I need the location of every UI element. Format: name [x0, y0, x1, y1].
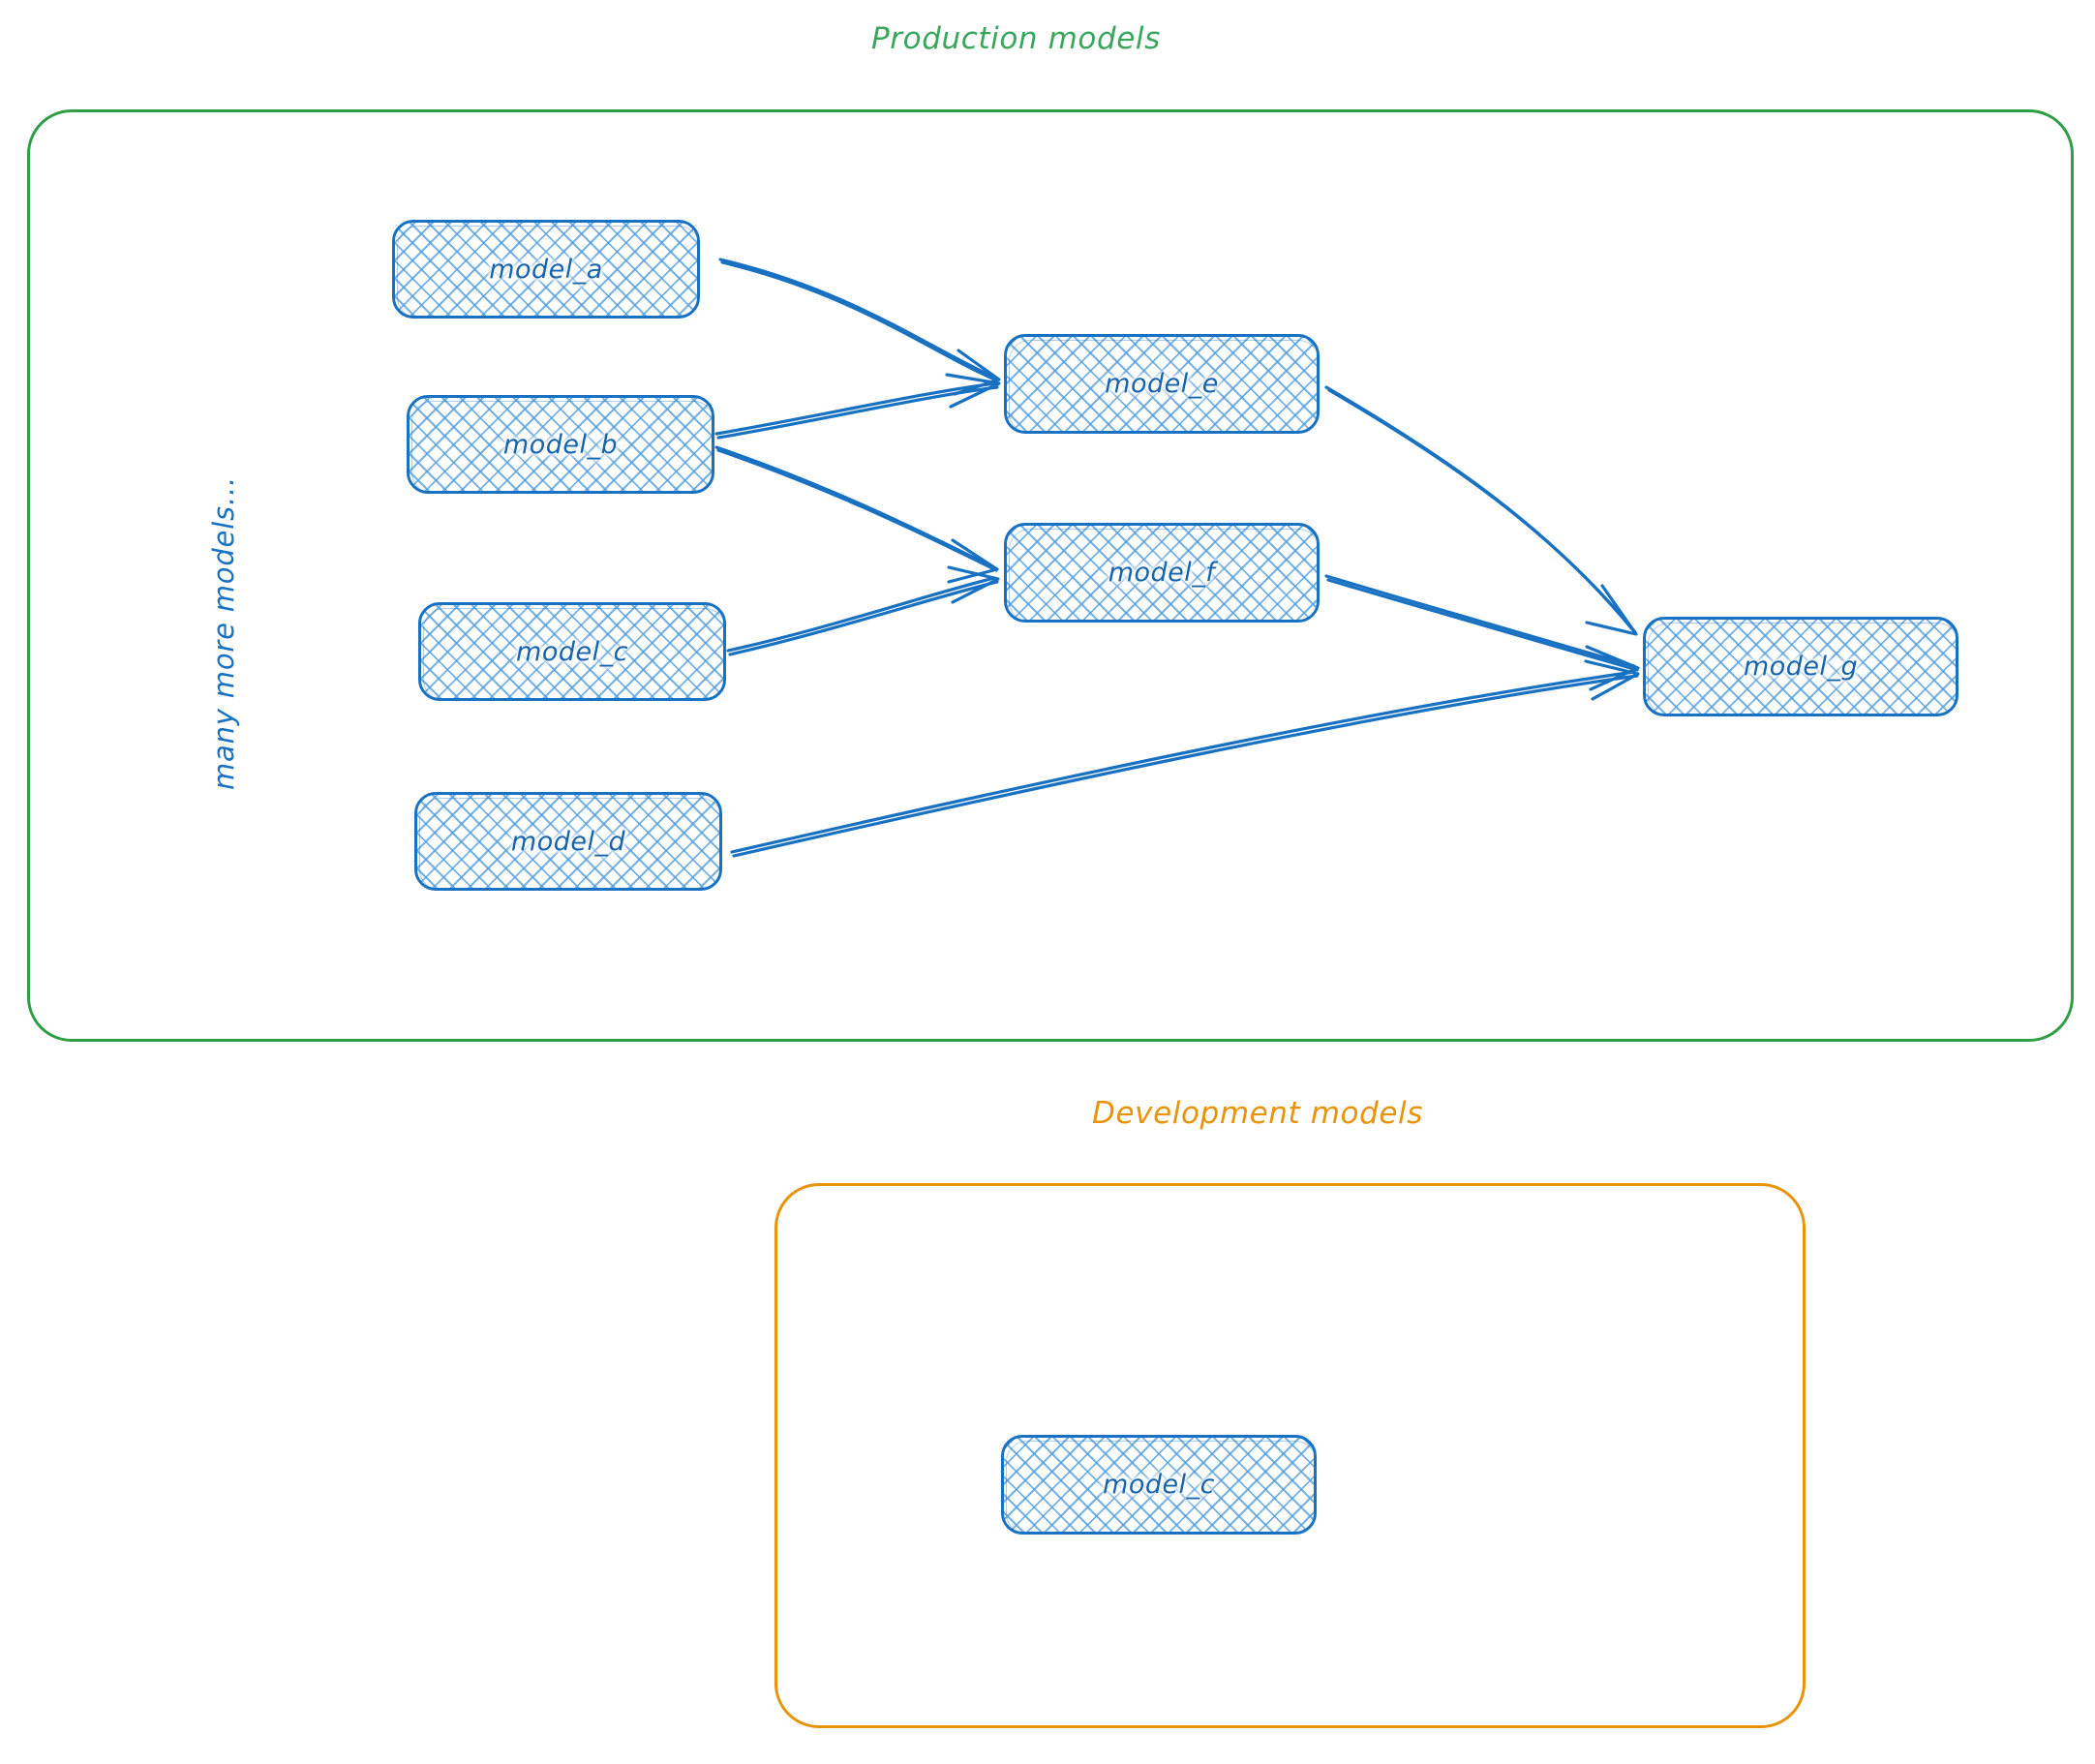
node-dev-model-c[interactable]: model_c [1001, 1435, 1317, 1535]
development-group-title: Development models [1092, 1096, 1424, 1131]
node-label: model_g [1743, 652, 1859, 682]
node-model-a[interactable]: model_a [392, 220, 700, 319]
many-more-models-note: many more models... [207, 475, 240, 790]
node-label: model_b [502, 429, 619, 460]
node-label: model_a [489, 254, 603, 285]
node-model-c[interactable]: model_c [418, 602, 726, 701]
node-model-g[interactable]: model_g [1643, 617, 1958, 716]
node-label: model_c [1103, 1470, 1215, 1500]
node-label: model_d [510, 826, 626, 857]
node-label: model_c [516, 636, 628, 667]
node-model-b[interactable]: model_b [407, 395, 714, 494]
node-label: model_e [1105, 369, 1219, 399]
production-group-frame[interactable] [27, 109, 2074, 1042]
node-label: model_f [1108, 558, 1216, 588]
production-group-title: Production models [871, 21, 1161, 56]
development-group-frame[interactable] [774, 1183, 1806, 1728]
node-model-d[interactable]: model_d [414, 792, 722, 891]
node-model-f[interactable]: model_f [1004, 523, 1320, 623]
node-model-e[interactable]: model_e [1004, 334, 1320, 434]
